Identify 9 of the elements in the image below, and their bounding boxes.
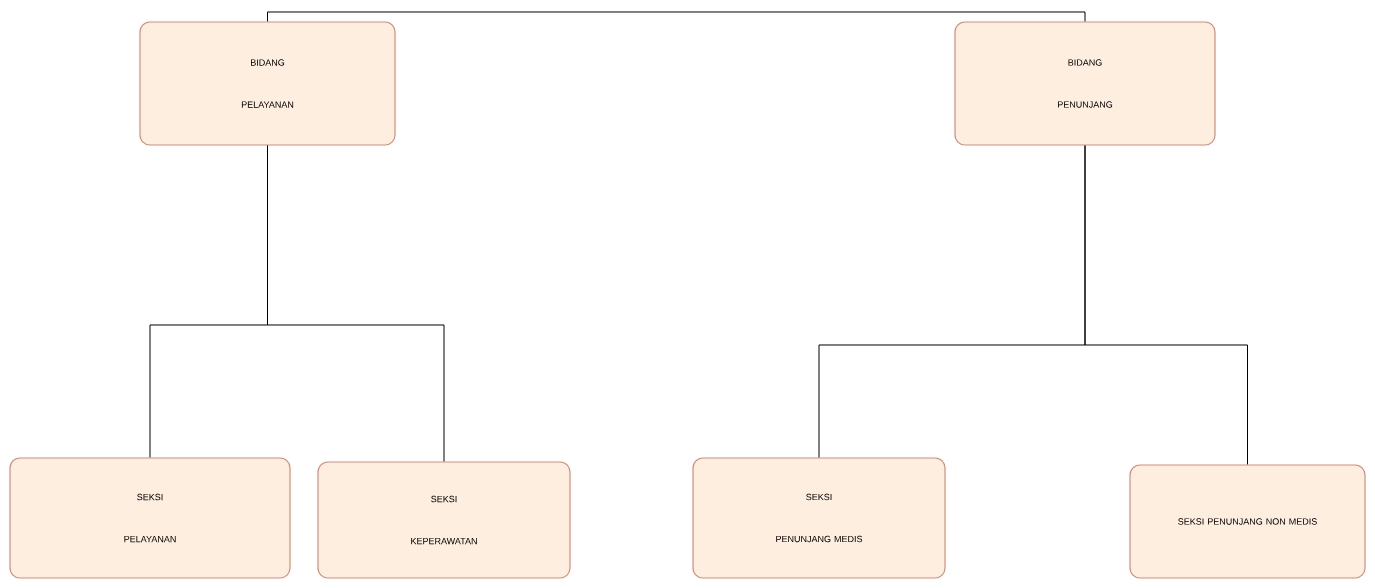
org-box: SEKSI PENUNJANG MEDIS <box>692 457 946 579</box>
connector-line <box>267 11 1086 22</box>
org-box: BIDANG PENUNJANG <box>954 21 1216 146</box>
org-box: SEKSI PELAYANAN <box>9 457 291 579</box>
org-box: BIDANG PELAYANAN <box>139 21 396 146</box>
connector-line <box>1084 145 1248 465</box>
org-box: SEKSI PENUNJANG NON MEDIS <box>1129 464 1366 579</box>
org-box: SEKSI KEPERAWATAN <box>317 461 571 579</box>
connector-line <box>267 145 445 462</box>
